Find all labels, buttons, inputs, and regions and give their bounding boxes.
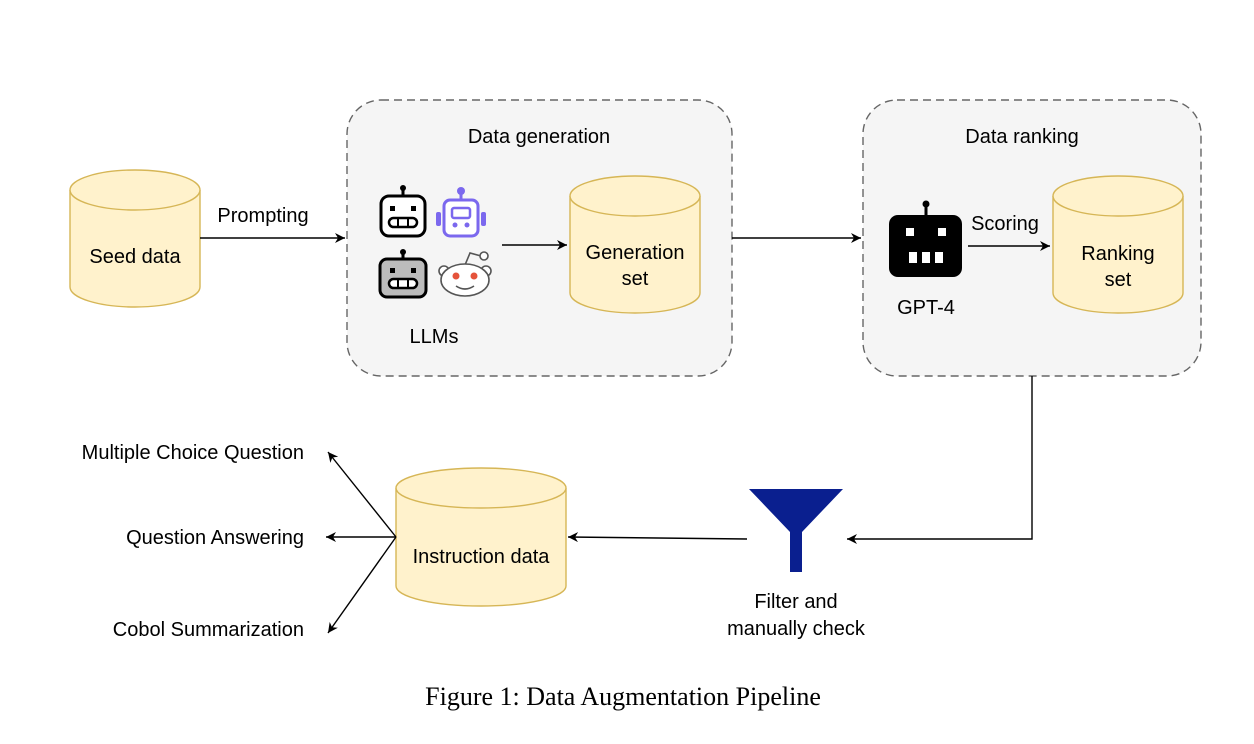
- generation-set-label-line1: Generation: [586, 242, 685, 264]
- figure-caption: Figure 1: Data Augmentation Pipeline: [425, 682, 821, 711]
- discord-bot-icon: [436, 187, 486, 238]
- instruction-data-cylinder: Instruction data: [395, 467, 567, 607]
- seed-data-cylinder: Seed data: [69, 169, 201, 308]
- ranking-set-label-line2: set: [1105, 269, 1132, 291]
- output-question-answering: Question Answering: [126, 527, 304, 549]
- robot-icon: [378, 249, 428, 299]
- instruction-to-outputs-edges: [326, 451, 397, 634]
- gpt4-robot-icon: [889, 200, 962, 277]
- robot-icon: [379, 185, 427, 238]
- generation-set-label-line2: set: [622, 268, 649, 290]
- llms-label: LLMs: [410, 326, 459, 348]
- filter-to-instruction-edge: [567, 532, 748, 543]
- data-ranking-title: Data ranking: [965, 126, 1078, 148]
- output-multiple-choice-question: Multiple Choice Question: [82, 442, 304, 464]
- data-generation-title: Data generation: [468, 126, 610, 148]
- ranking-to-filter-edge: [847, 376, 1033, 544]
- funnel-icon: [749, 489, 843, 572]
- scoring-label: Scoring: [971, 213, 1039, 235]
- prompting-label: Prompting: [217, 205, 308, 227]
- ranking-set-label-line1: Ranking: [1081, 243, 1154, 265]
- gpt4-label: GPT-4: [897, 297, 955, 319]
- prompting-edge: Prompting: [200, 205, 345, 243]
- ranking-set-cylinder: Ranking set: [1052, 175, 1184, 314]
- reddit-icon: [438, 251, 492, 297]
- scoring-edge: Scoring: [968, 213, 1050, 251]
- instruction-data-label: Instruction data: [413, 546, 551, 568]
- output-cobol-summarization: Cobol Summarization: [113, 619, 304, 641]
- seed-data-label: Seed data: [89, 246, 181, 268]
- generation-set-cylinder: Generation set: [569, 175, 701, 314]
- filter-label-line1: Filter and: [754, 591, 837, 613]
- filter-label-line2: manually check: [727, 618, 866, 640]
